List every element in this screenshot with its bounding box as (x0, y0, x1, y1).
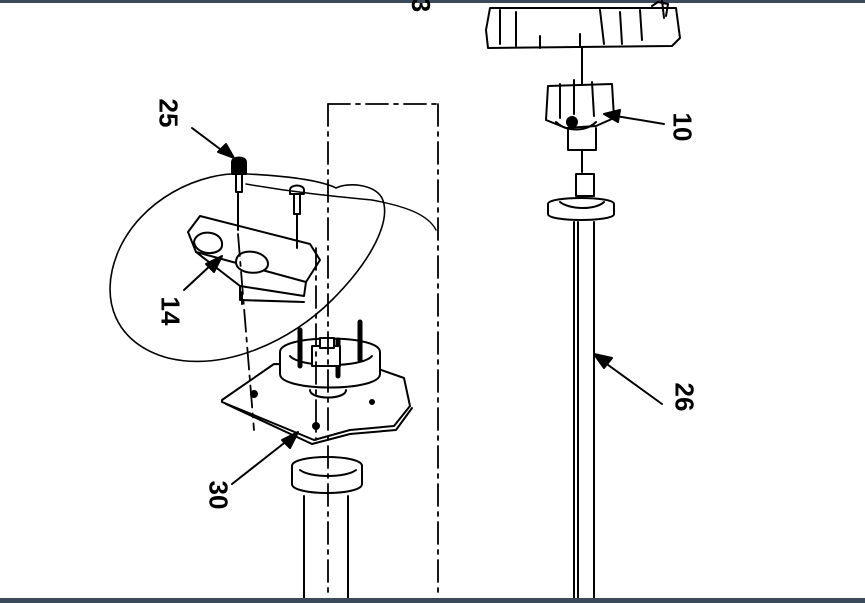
screw-part-25 (231, 156, 247, 231)
coupler-part-10 (545, 47, 615, 173)
callout-10: 10 (667, 112, 698, 142)
leader-arrows (183, 109, 665, 485)
callout-3: 3 (406, 0, 437, 13)
centerlines (237, 103, 439, 597)
callout-30: 30 (203, 480, 234, 510)
freehand-stroke (245, 183, 437, 231)
bottom-frame-edge (0, 598, 865, 603)
callout-14: 14 (155, 296, 186, 326)
callout-25: 25 (153, 98, 184, 128)
bracket-part-14 (187, 215, 321, 305)
lower-shaft (291, 456, 363, 601)
hub (279, 319, 381, 399)
top-frame-edge (0, 0, 865, 3)
freehand-circle (109, 172, 386, 363)
callout-26: 26 (669, 382, 700, 412)
shaft-part-26 (547, 173, 615, 601)
top-cap (485, 0, 681, 49)
